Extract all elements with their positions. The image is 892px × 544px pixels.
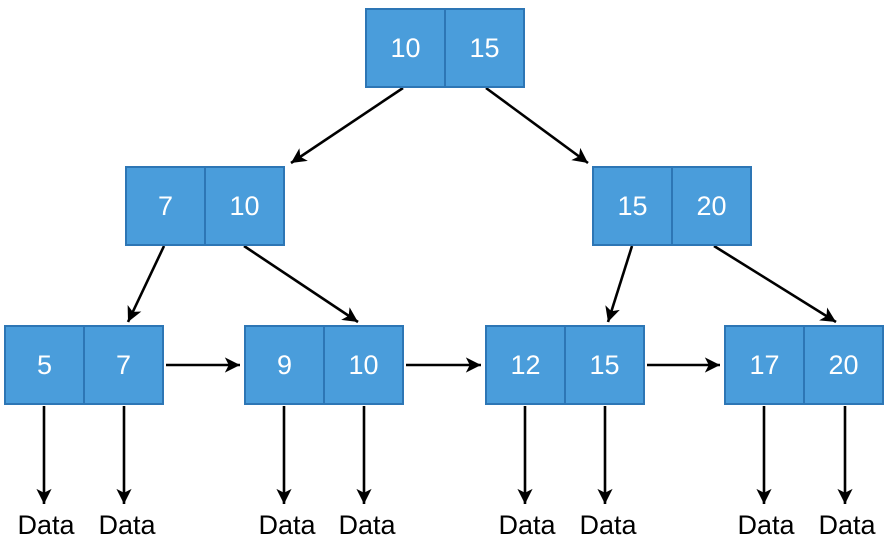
data-label: Data bbox=[498, 510, 556, 540]
node-leaf-3: 12 15 bbox=[485, 325, 645, 405]
node-leaf-4-key-2: 20 bbox=[803, 327, 882, 403]
node-root-key-2: 15 bbox=[444, 10, 523, 86]
edge-internal-left-to-leaf-2 bbox=[243, 244, 359, 324]
node-internal-left-key-2: 10 bbox=[204, 168, 283, 244]
node-internal-right: 15 20 bbox=[592, 166, 752, 246]
data-label: Data bbox=[579, 510, 637, 540]
data-label: Data bbox=[338, 510, 396, 540]
node-root-key-1: 10 bbox=[390, 32, 421, 63]
edge-internal-right-to-leaf-4 bbox=[713, 244, 837, 324]
data-label: Data bbox=[17, 510, 75, 540]
node-leaf-4-key-1: 17 bbox=[749, 349, 780, 380]
data-label: Data bbox=[818, 510, 876, 540]
node-leaf-3-key-1: 12 bbox=[510, 349, 541, 380]
node-leaf-2-key-1: 9 bbox=[276, 349, 293, 380]
data-label: Data bbox=[737, 510, 795, 540]
node-leaf-2: 9 10 bbox=[244, 325, 404, 405]
edge-root-to-internal-left bbox=[290, 86, 404, 165]
node-internal-left-key-1: 7 bbox=[157, 190, 174, 221]
node-leaf-1-key-2: 7 bbox=[83, 327, 162, 403]
node-internal-right-key-1: 15 bbox=[617, 190, 648, 221]
edge-root-to-internal-right bbox=[485, 86, 589, 165]
node-leaf-1: 5 7 bbox=[4, 325, 164, 405]
edge-internal-right-to-leaf-3 bbox=[605, 245, 634, 323]
node-internal-left: 7 10 bbox=[125, 166, 285, 246]
data-label: Data bbox=[258, 510, 316, 540]
node-leaf-1-key-1: 5 bbox=[36, 349, 53, 380]
data-label: Data bbox=[98, 510, 156, 540]
edge-internal-left-to-leaf-1 bbox=[126, 245, 166, 323]
node-internal-right-key-2: 20 bbox=[671, 168, 750, 244]
node-leaf-3-key-2: 15 bbox=[564, 327, 643, 403]
node-root: 10 15 bbox=[365, 8, 525, 88]
node-leaf-2-key-2: 10 bbox=[323, 327, 402, 403]
node-leaf-4: 17 20 bbox=[724, 325, 884, 405]
